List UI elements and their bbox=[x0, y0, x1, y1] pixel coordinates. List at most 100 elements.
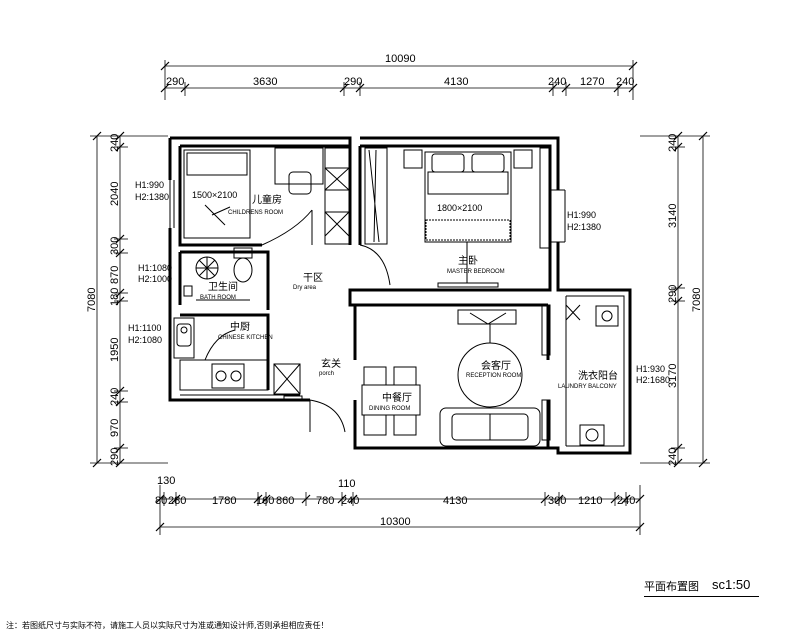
children-wardrobe bbox=[324, 147, 350, 245]
bottom-seg-5: 780 bbox=[316, 495, 334, 507]
left-total-dim: 7080 bbox=[86, 288, 98, 312]
master-room-en: MASTER BEDROOM bbox=[447, 269, 505, 275]
bottom-total-dim: 10300 bbox=[380, 516, 411, 528]
bottom-seg-8: 300 bbox=[548, 495, 566, 507]
bottom-seg-10: 240 bbox=[617, 495, 635, 507]
disclaimer-note: 注：若图纸尺寸与实际不符，请施工人员以实际尺寸为准或通知设计师,否则承担相应责任… bbox=[6, 621, 329, 630]
kitchen-door-swing bbox=[204, 329, 236, 361]
top-seg-2: 290 bbox=[344, 76, 362, 88]
bed-pillow-area bbox=[186, 152, 248, 176]
right-seg-4: 240 bbox=[667, 448, 679, 466]
porch-cn: 玄关 bbox=[321, 357, 341, 370]
bottom-seg-7: 4130 bbox=[443, 495, 467, 507]
left-seg-7: 970 bbox=[109, 419, 121, 437]
reception-room: 会客厅 RECEPTION ROOM bbox=[439, 304, 551, 447]
kitchen-stove bbox=[211, 363, 245, 389]
laundry-h1: H1:930 bbox=[636, 364, 665, 374]
bath-h1: H1:1080 bbox=[138, 263, 172, 273]
bed-cover-fold bbox=[204, 204, 231, 226]
balcony-sink bbox=[595, 305, 619, 327]
dining-chair bbox=[363, 414, 387, 436]
right-seg-3: 3170 bbox=[667, 364, 679, 388]
children-h2: H2:1380 bbox=[135, 192, 169, 202]
top-seg-0: 290 bbox=[166, 76, 184, 88]
children-bed-size: 1500×2100 bbox=[192, 190, 237, 200]
title-underline bbox=[644, 596, 759, 597]
left-seg-3: 870 bbox=[109, 266, 121, 284]
bottom-upper-0: 130 bbox=[157, 475, 175, 487]
children-room: 儿童房 CHILDRENS ROOM 1500×2100 H1:990 H2:1… bbox=[135, 147, 350, 246]
kitchen-counter bbox=[179, 359, 269, 391]
dining-room: 中餐厅 DINING ROOM bbox=[361, 366, 421, 436]
left-seg-5: 1950 bbox=[109, 338, 121, 362]
drawing-title: 平面布置图 bbox=[644, 580, 699, 593]
children-h1: H1:990 bbox=[135, 180, 164, 190]
laundry-en: LAUNDRY BALCONY bbox=[558, 384, 617, 390]
kitchen-h1: H1:1100 bbox=[128, 323, 161, 333]
children-door-swing bbox=[261, 209, 313, 246]
kitchen-en: CHINESE KITCHEN bbox=[218, 335, 273, 341]
drawing-title-block: 平面布置图 sc1:50 bbox=[644, 577, 764, 600]
dry-area-cn: 干区 bbox=[303, 272, 323, 284]
porch: 玄关 porch bbox=[283, 357, 346, 433]
left-dimensions: 7080 240 2040 300 870 180 1950 240 970 2… bbox=[86, 131, 168, 468]
children-room-en: CHILDRENS ROOM bbox=[228, 210, 283, 216]
study-desk bbox=[274, 147, 324, 185]
kitchen-sink bbox=[173, 317, 195, 359]
entry-door-swing bbox=[309, 399, 346, 433]
top-seg-1: 3630 bbox=[253, 76, 277, 88]
sofa bbox=[439, 407, 541, 447]
porch-en: porch bbox=[319, 371, 334, 377]
top-dimensions: 10090 290 3630 290 4130 240 1270 240 bbox=[160, 53, 638, 100]
master-door-swing bbox=[359, 244, 391, 286]
top-seg-4: 240 bbox=[548, 76, 566, 88]
top-total-dim: 10090 bbox=[385, 53, 416, 65]
master-bedroom: 1800×2100 主卧 MASTER BEDROOM H1:990 H2:13… bbox=[359, 147, 601, 288]
bottom-upper-1: 110 bbox=[338, 478, 356, 490]
right-seg-1: 3140 bbox=[667, 204, 679, 228]
desk-chair bbox=[288, 171, 312, 195]
master-side-cabinet bbox=[539, 147, 551, 249]
dining-en: DINING ROOM bbox=[369, 406, 410, 412]
top-seg-5: 1270 bbox=[580, 76, 604, 88]
bottom-seg-0: 80 bbox=[155, 495, 167, 507]
living-side-cabinet bbox=[541, 304, 551, 356]
bottom-seg-9: 1210 bbox=[578, 495, 602, 507]
laundry-cn: 洗衣阳台 bbox=[578, 369, 618, 382]
dining-chair bbox=[393, 366, 417, 386]
kitchen-cn: 中厨 bbox=[230, 320, 250, 333]
bath-room-cn: 卫生间 bbox=[208, 280, 238, 293]
bottom-seg-3: 160 bbox=[256, 495, 274, 507]
top-seg-6: 240 bbox=[616, 76, 634, 88]
master-room-cn: 主卧 bbox=[458, 254, 478, 267]
bottom-seg-1: 280 bbox=[168, 495, 186, 507]
dry-area: 干区 Dry area bbox=[293, 272, 323, 291]
dining-chair bbox=[393, 414, 417, 436]
kitchen: 中厨 CHINESE KITCHEN H1:1100 H2:1080 bbox=[128, 317, 301, 395]
left-seg-0: 240 bbox=[109, 134, 121, 152]
left-seg-1: 2040 bbox=[109, 182, 121, 206]
kitchen-h2: H2:1080 bbox=[128, 335, 162, 345]
dry-area-en: Dry area bbox=[293, 285, 317, 291]
bottom-seg-2: 1780 bbox=[212, 495, 236, 507]
bedside-table-left bbox=[403, 149, 423, 169]
right-dimensions: 7080 240 3140 290 3170 240 bbox=[640, 131, 710, 468]
dining-table bbox=[361, 384, 421, 416]
left-seg-8: 290 bbox=[109, 448, 121, 466]
bed-runner bbox=[425, 219, 511, 241]
dining-cn: 中餐厅 bbox=[382, 391, 412, 404]
left-seg-4: 180 bbox=[109, 288, 121, 306]
right-seg-2: 290 bbox=[667, 285, 679, 303]
laundry-h2: H2:1680 bbox=[636, 375, 670, 385]
left-seg-2: 300 bbox=[109, 237, 121, 255]
master-bed-size: 1800×2100 bbox=[437, 203, 482, 213]
tv-cabinet bbox=[457, 309, 517, 325]
reception-cn: 会客厅 bbox=[481, 359, 511, 372]
children-room-cn: 儿童房 bbox=[252, 193, 282, 206]
dining-chair bbox=[363, 366, 387, 386]
bottom-dimensions: 130 110 80 280 1780 160 860 780 240 4130… bbox=[155, 475, 645, 535]
drawing-scale: sc1:50 bbox=[712, 577, 751, 592]
bathroom: 卫生间 BATH ROOM H1:1080 H2:1000 bbox=[138, 247, 253, 301]
master-h2: H2:1380 bbox=[567, 222, 601, 232]
